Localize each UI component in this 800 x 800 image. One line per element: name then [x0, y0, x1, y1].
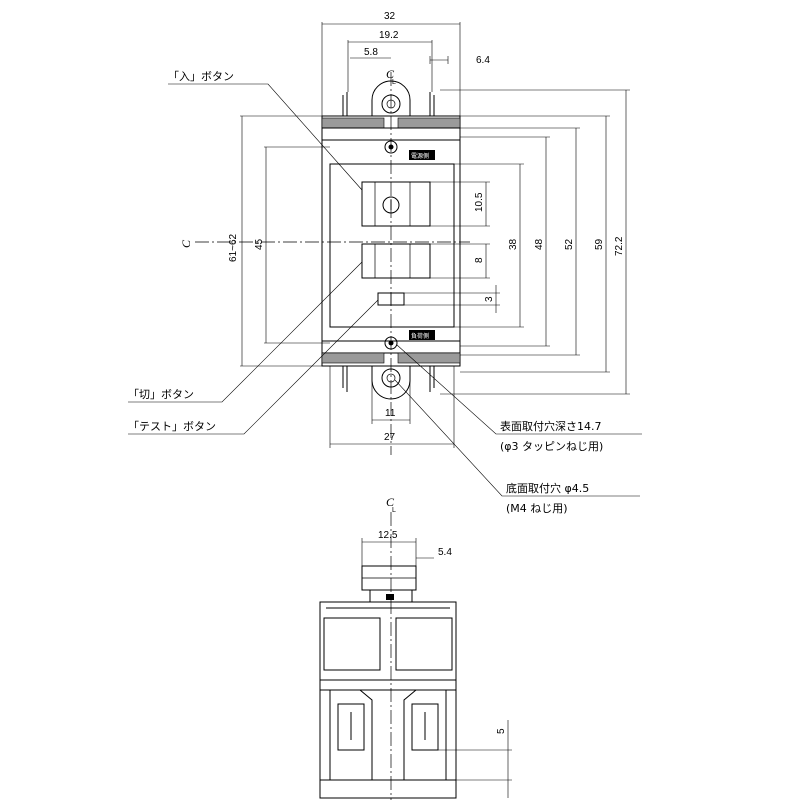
dim-12-5-label: 12.5: [378, 530, 398, 541]
dim-32-label: 32: [384, 11, 396, 22]
dim-3-label: 3: [484, 296, 495, 302]
top-terminal-strip: [321, 127, 461, 141]
bottom-terminal-label: 負荷側: [411, 332, 429, 340]
face-panel: [329, 163, 455, 328]
top-mounting-ear: [371, 80, 411, 116]
side-upper-panel-left: [323, 617, 381, 671]
surface-hole-bottom: [384, 336, 398, 350]
dim-38-label: 38: [508, 238, 519, 250]
side-lower-frame-left: [329, 689, 373, 781]
centerline-symbol-top: C: [386, 67, 395, 81]
dim-59-label: 59: [594, 238, 605, 250]
top-ear-hole-inner: [386, 99, 396, 109]
side-upper-panel-right: [395, 617, 453, 671]
callout-on-button: 「入」ボタン: [168, 70, 234, 83]
callouts: 「入」ボタン 「切」ボタン 「テスト」ボタン 表面取付穴深さ14.7 (φ3 タ…: [128, 70, 642, 515]
surface-hole-top-core: [388, 144, 394, 150]
leader-on-button: [168, 83, 363, 191]
front-view: 電源側 負荷側: [195, 72, 470, 455]
bottom-terminal-label-box: [409, 330, 435, 340]
centerline-symbol-left: C: [179, 239, 193, 248]
dim-72-label: 72.2: [614, 236, 625, 256]
on-button-indicator: [382, 196, 400, 214]
top-terminal-bar-left: [321, 117, 385, 129]
side-view: C L 12.5 5.4: [319, 495, 512, 800]
bottom-ear-hole-inner: [386, 373, 396, 383]
side-lower-frame-right: [403, 689, 447, 781]
side-body: [319, 601, 457, 799]
dim-10-5-label: 10.5: [474, 192, 485, 212]
leader-off-button: [128, 261, 363, 403]
side-slot-right: [411, 703, 439, 751]
top-terminal-label-box: [409, 150, 435, 160]
centerline-symbol-side: C: [386, 495, 395, 509]
top-terminal-bar-right: [397, 117, 461, 129]
side-band: [319, 679, 457, 691]
centerline-sub-top: L: [392, 79, 396, 86]
dim-6-4-label: 6.4: [476, 55, 490, 66]
centerline-sub-side: L: [392, 507, 396, 514]
callout-surface-hole: 表面取付穴深さ14.7: [500, 419, 602, 433]
dim-8-label: 8: [474, 257, 485, 263]
top-ear-hole: [381, 94, 401, 114]
bottom-mounting-ear: [371, 366, 411, 400]
dim-27-label: 27: [384, 432, 396, 443]
leader-bottom-hole: [394, 379, 640, 497]
callout-bottom-hole-note: (M4 ねじ用): [506, 502, 568, 515]
leader-surface-hole: [396, 344, 642, 435]
front-dimensions: 32 19.2 5.8 6.4 C L 61~62 C 45 10.5: [179, 11, 630, 448]
dim-11-label: 11: [385, 408, 396, 419]
callout-off-button: 「切」ボタン: [128, 388, 194, 401]
surface-hole-top: [384, 140, 398, 154]
on-button: [361, 181, 431, 227]
dim-5-4-label: 5.4: [438, 547, 452, 558]
off-button: [361, 243, 431, 279]
bottom-terminal-bar-left: [321, 352, 385, 364]
callout-bottom-hole: 底面取付穴 φ4.5: [506, 481, 589, 495]
callout-surface-hole-note: (φ3 タッピンねじ用): [500, 440, 603, 453]
side-slot-left: [337, 703, 365, 751]
outer-frame: [321, 115, 461, 367]
callout-test-button: 「テスト」ボタン: [128, 420, 216, 433]
bottom-terminal-bar-right: [397, 352, 461, 364]
leader-test-button: [128, 299, 379, 435]
dim-52-label: 52: [564, 238, 575, 250]
dim-61-label: 61~62: [228, 233, 239, 262]
dim-48-label: 48: [534, 238, 545, 250]
side-knob-mark: [386, 594, 394, 600]
dim-19-2-label: 19.2: [379, 30, 399, 41]
top-terminal-label: 電源側: [411, 152, 429, 160]
bottom-ear-hole: [381, 368, 401, 388]
dim-5-8-label: 5.8: [364, 47, 378, 58]
surface-hole-bottom-core: [388, 340, 394, 346]
dim-45-label: 45: [254, 238, 265, 250]
dim-5-label: 5: [496, 728, 507, 734]
